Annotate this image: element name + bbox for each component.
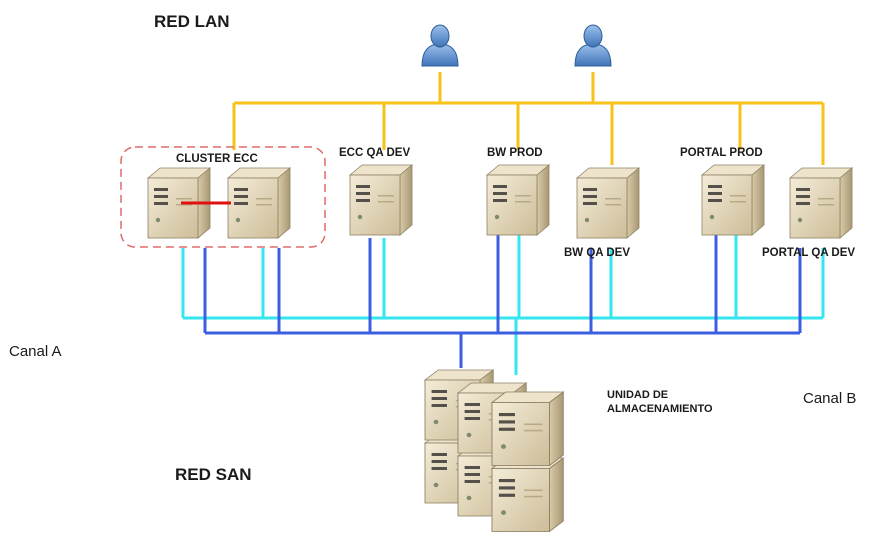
lan-title: RED LAN [154, 12, 230, 31]
cluster-boundary [120, 146, 326, 248]
portal-qa-dev-label: PORTAL QA DEV [762, 247, 856, 259]
server-icon [227, 167, 291, 239]
server-icon [349, 164, 413, 236]
bw-qa-dev-label: BW QA DEV [564, 247, 631, 259]
server-icon [789, 167, 853, 239]
lan-network-lines [232, 72, 825, 165]
storage-unit-label: UNIDAD DE ALMACENAMIENTO [607, 388, 747, 416]
san-title: RED SAN [175, 465, 252, 484]
channel-a-lines [203, 235, 802, 368]
server-icon [486, 164, 550, 236]
channel-b-label: Canal B [803, 390, 857, 407]
channel-a-label: Canal A [9, 343, 62, 360]
server-icon [701, 164, 765, 236]
storage-label-line-2: ALMACENAMIENTO [607, 403, 713, 415]
server-icon [576, 167, 640, 239]
storage-label-line-1: UNIDAD DE [607, 389, 669, 401]
storage-unit-icon [424, 369, 564, 533]
portal-prod-label: PORTAL PROD [680, 147, 763, 159]
bw-prod-label: BW PROD [487, 147, 543, 159]
user-icon [421, 24, 459, 67]
user-icon [574, 24, 612, 67]
ecc-qa-dev-label: ECC QA DEV [339, 147, 411, 159]
cluster-ecc-label: CLUSTER ECC [176, 153, 258, 165]
